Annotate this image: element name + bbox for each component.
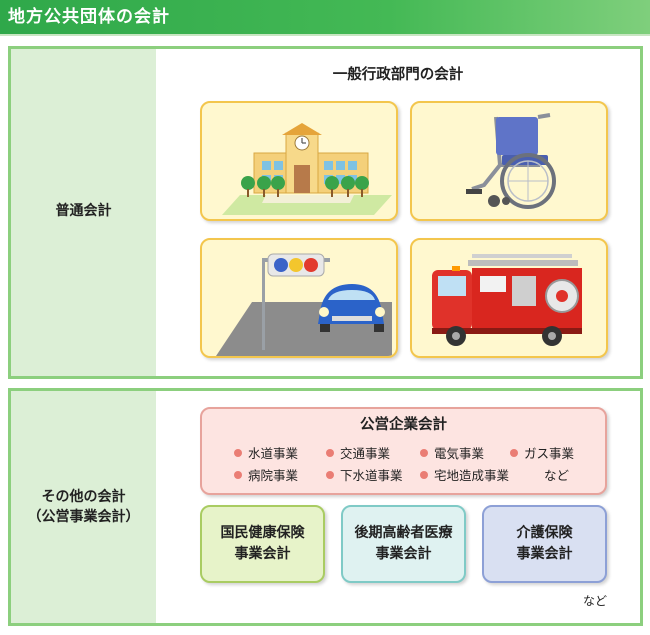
public-enterprise-title: 公営企業会計	[202, 415, 605, 435]
fund-name-line2: 事業会計	[343, 544, 464, 565]
wheelchair-illustration	[412, 103, 606, 219]
page-title: 地方公共団体の会計	[8, 4, 170, 30]
bullet-icon	[326, 471, 334, 479]
bullet-icon	[420, 449, 428, 457]
list-item: ガス事業	[510, 443, 574, 462]
public-enterprise-account-label: （公営事業会計）	[11, 507, 156, 527]
bullet-icon	[326, 449, 334, 457]
school-card	[200, 101, 398, 221]
national-health-insurance-box: 国民健康保険 事業会計	[200, 505, 325, 583]
other-account-label: その他の会計	[11, 487, 156, 507]
public-enterprise-box: 公営企業会計 水道事業 交通事業 電気事業 ガス事業 病院事業 下水道事業 宅地…	[200, 407, 607, 495]
list-item: 交通事業	[326, 443, 390, 462]
fire-truck-card	[410, 238, 608, 358]
other-accounts-etc: など	[583, 592, 607, 609]
fund-name-line1: 国民健康保険	[202, 523, 323, 544]
traffic-signal-car-illustration	[202, 240, 396, 356]
list-item: 病院事業	[234, 465, 298, 484]
public-enterprise-etc: など	[544, 465, 569, 484]
school-illustration	[202, 103, 396, 219]
list-item: 水道事業	[234, 443, 298, 462]
title-underline	[0, 34, 650, 36]
fund-name-line1: 介護保険	[484, 523, 605, 544]
wheelchair-card	[410, 101, 608, 221]
other-account-section: その他の会計 （公営事業会計） 公営企業会計 水道事業 交通事業 電気事業 ガス…	[8, 388, 643, 626]
traffic-card	[200, 238, 398, 358]
general-admin-header: 一般行政部門の会計	[156, 65, 640, 85]
long-term-care-insurance-box: 介護保険 事業会計	[482, 505, 607, 583]
general-account-section: 普通会計 一般行政部門の会計	[8, 46, 643, 379]
fund-name-line2: 事業会計	[202, 544, 323, 565]
bullet-icon	[234, 471, 242, 479]
fund-name-line1: 後期高齢者医療	[343, 523, 464, 544]
fund-name-line2: 事業会計	[484, 544, 605, 565]
general-account-label: 普通会計	[11, 201, 156, 221]
list-item: 宅地造成事業	[420, 465, 509, 484]
fire-truck-illustration	[412, 240, 606, 356]
list-item: 下水道事業	[326, 465, 403, 484]
bullet-icon	[234, 449, 242, 457]
bullet-icon	[510, 449, 518, 457]
list-item: 電気事業	[420, 443, 484, 462]
late-elderly-medical-box: 後期高齢者医療 事業会計	[341, 505, 466, 583]
bullet-icon	[420, 471, 428, 479]
